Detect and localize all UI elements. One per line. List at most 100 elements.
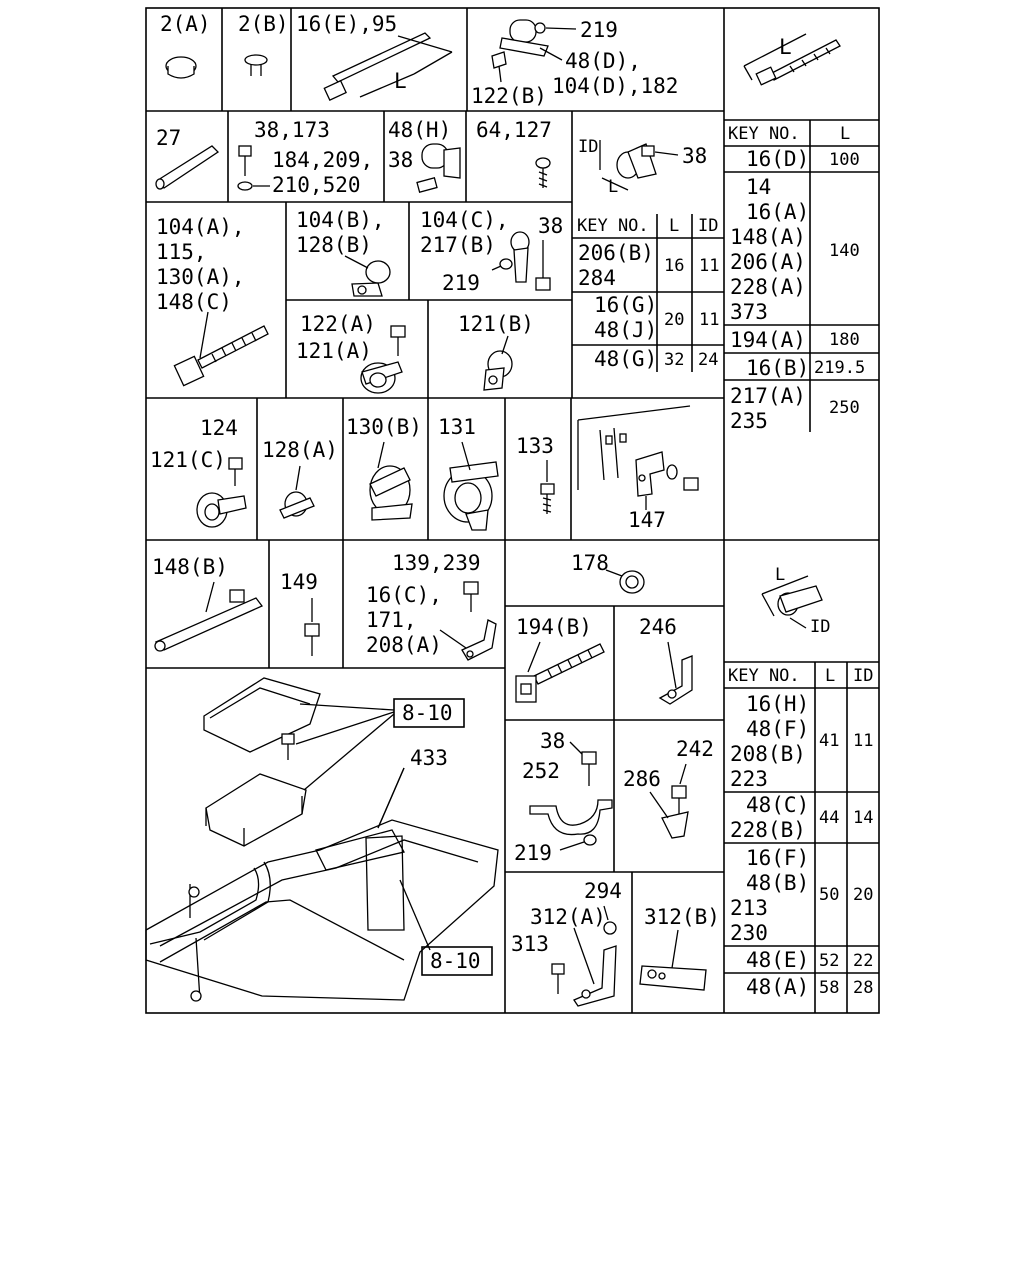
svg-text:32: 32	[664, 350, 684, 370]
clamp-121c-icon	[196, 457, 247, 528]
svg-text:24: 24	[698, 350, 718, 370]
cable-tie-194b-icon	[515, 641, 605, 703]
label-38d: 38	[538, 214, 563, 238]
svg-text:44: 44	[819, 808, 839, 828]
grid-lines	[145, 7, 880, 1014]
dim-id-clamp: ID	[578, 137, 598, 157]
label-104c: 104(C),	[420, 208, 509, 232]
svg-text:50: 50	[819, 885, 839, 905]
svg-text:16(D): 16(D)	[746, 147, 809, 171]
svg-text:20: 20	[853, 885, 873, 905]
svg-text:171,: 171,	[366, 608, 417, 632]
label-27: 27	[156, 126, 181, 150]
plug-2a-icon	[165, 56, 197, 79]
table-b: KEY NO. L ID 206(B) 284 16 11 16(G) 48(J…	[572, 214, 724, 372]
label-219b: 219	[442, 271, 480, 295]
svg-text:48(J): 48(J)	[594, 318, 657, 342]
label-294: 294	[584, 879, 622, 903]
label-2b: 2(B)	[238, 12, 289, 36]
ref-box-bottom	[421, 946, 493, 976]
clamp-131-icon	[443, 441, 499, 531]
label-252: 252	[522, 759, 560, 783]
label-219c: 219	[514, 841, 552, 865]
clamp-38-icon	[599, 140, 657, 191]
svg-text:48(C): 48(C)	[746, 793, 809, 817]
svg-text:139,239: 139,239	[392, 551, 481, 575]
svg-text:11: 11	[699, 310, 719, 330]
label-242: 242	[676, 737, 714, 761]
svg-text:48(F): 48(F)	[746, 717, 809, 741]
svg-text:16(H): 16(H)	[746, 692, 809, 716]
svg-text:L: L	[669, 216, 679, 236]
svg-text:180: 180	[829, 330, 860, 350]
label-149: 149	[280, 570, 318, 594]
svg-text:52: 52	[819, 951, 839, 971]
clamp-104b-icon	[344, 255, 391, 297]
bracket-312a-icon	[551, 905, 617, 1007]
svg-text:194(A): 194(A)	[730, 328, 806, 352]
label-130b: 130(B)	[346, 415, 422, 439]
svg-text:115,: 115,	[156, 240, 207, 264]
labels-104a-group: 104(A), 115, 130(A), 148(C)	[156, 215, 245, 314]
clamp-121b-icon	[483, 335, 513, 391]
svg-text:16(F): 16(F)	[746, 846, 809, 870]
clamp-128a-icon	[279, 465, 315, 519]
clamp-tablec-icon	[761, 575, 823, 629]
label-147: 147	[628, 508, 666, 532]
label-48h: 48(H)	[388, 118, 451, 142]
clamp-104c-icon	[491, 231, 551, 291]
clamp-48h-icon	[416, 143, 461, 193]
svg-text:228(B): 228(B)	[730, 818, 806, 842]
assembly-view	[145, 677, 499, 1002]
dim-l-clamp: L	[608, 177, 618, 197]
label-312b: 312(B)	[644, 905, 720, 929]
bolt-149-icon	[304, 598, 320, 656]
cable-tie-tablea-icon	[743, 33, 841, 86]
dim-id-tablec: ID	[810, 617, 830, 637]
cable-tie-104a-icon	[173, 311, 269, 387]
label-312a: 312(A)	[530, 905, 606, 929]
label-38c: 38	[682, 144, 707, 168]
label-16e-95: 16(E),95	[296, 12, 397, 36]
clamp-130b-icon	[369, 441, 413, 521]
svg-text:14: 14	[746, 175, 771, 199]
label-131: 131	[438, 415, 476, 439]
label-38b: 38	[388, 148, 413, 172]
labels-139-group: 139,239 16(C), 171, 208(A)	[366, 551, 481, 657]
svg-text:ID: ID	[698, 216, 718, 236]
bolt-38-icon	[237, 145, 253, 191]
label-104d-182: 104(D),182	[552, 74, 678, 98]
svg-text:41: 41	[819, 731, 839, 751]
label-121a: 121(A)	[296, 339, 372, 363]
grommet-178-icon	[605, 569, 645, 594]
svg-text:11: 11	[699, 256, 719, 276]
svg-text:228(A): 228(A)	[730, 275, 806, 299]
label-313: 313	[511, 932, 549, 956]
label-217b: 217(B)	[420, 233, 496, 257]
svg-text:48(E): 48(E)	[746, 948, 809, 972]
strap-148b-icon	[154, 581, 264, 652]
svg-text:206(B): 206(B)	[578, 241, 654, 265]
svg-text:373: 373	[730, 300, 768, 324]
svg-text:ID: ID	[853, 666, 873, 686]
screw-133-icon	[540, 460, 555, 514]
label-286: 286	[623, 767, 661, 791]
clip-2b-icon	[244, 54, 268, 76]
label-2a: 2(A)	[160, 12, 211, 36]
svg-text:128(B): 128(B)	[296, 233, 372, 257]
tube-27-icon	[155, 145, 220, 190]
dim-l-tablea: L	[779, 35, 792, 59]
svg-text:213: 213	[730, 896, 768, 920]
svg-text:L: L	[840, 124, 850, 144]
label-184-209: 184,209,	[272, 148, 373, 172]
label-148b: 148(B)	[152, 555, 228, 579]
svg-text:11: 11	[853, 731, 873, 751]
screw-64-icon	[535, 157, 551, 188]
svg-text:223: 223	[730, 767, 768, 791]
label-121c: 121(C)	[150, 448, 226, 472]
svg-text:284: 284	[578, 266, 616, 290]
svg-text:217(A): 217(A)	[730, 384, 806, 408]
dim-l-tablec: L	[775, 565, 785, 585]
bracket-246-icon	[658, 641, 693, 705]
